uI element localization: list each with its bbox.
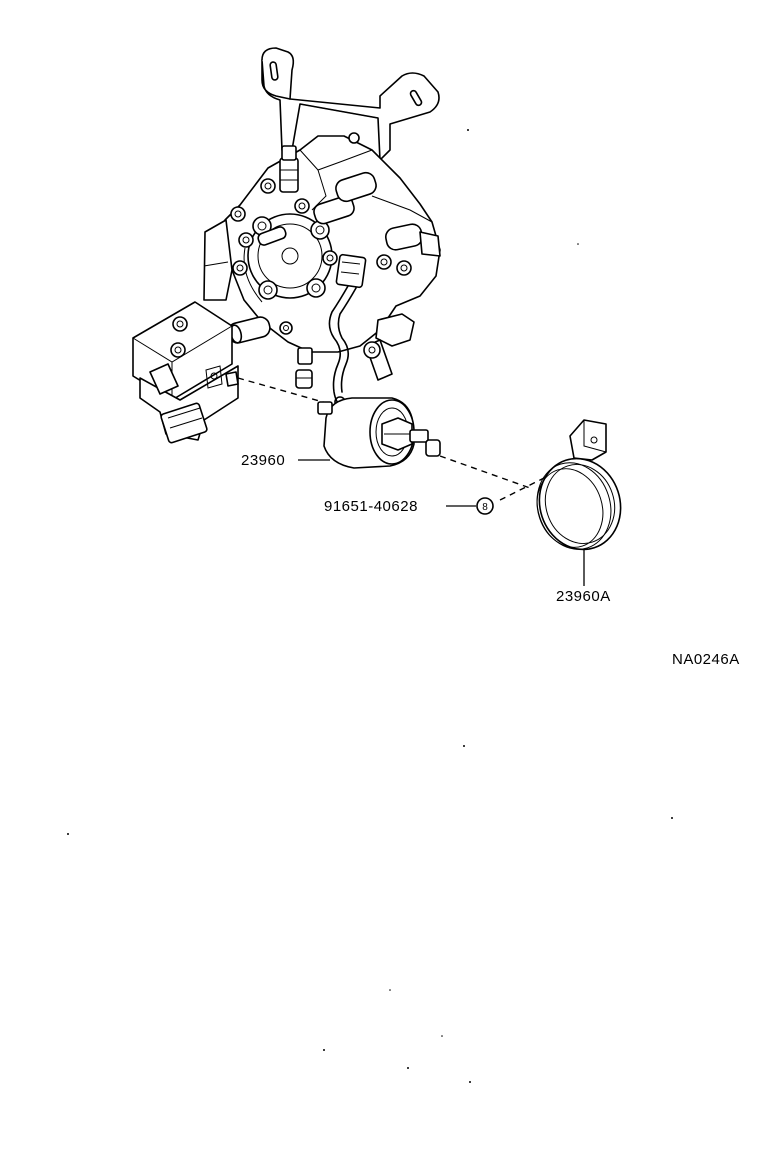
- top-fitting: [279, 145, 299, 193]
- fuel-fittings: [257, 171, 441, 257]
- mounting-bracket: [261, 47, 440, 161]
- leader-lines: [298, 459, 585, 586]
- clamp-part: [536, 419, 622, 551]
- outlet-tube: [227, 316, 271, 344]
- fastener-badge-text: 8: [482, 502, 488, 513]
- fastener-badge: 8: [476, 497, 494, 515]
- diagram-reference-code: NA0246A: [672, 651, 740, 668]
- solenoid-part: [317, 397, 441, 469]
- part-label-solenoid: 23960: [241, 452, 285, 469]
- part-label-clamp: 23960A: [556, 588, 611, 605]
- distributor-head: [247, 213, 333, 300]
- body-bolts: [230, 132, 412, 335]
- injection-pump-assembly: [203, 47, 441, 408]
- bottom-fittings: [295, 347, 313, 389]
- part-label-fastener: 91651-40628: [324, 498, 418, 515]
- actuator-block: [132, 301, 239, 444]
- wiring-harness: [328, 253, 367, 408]
- scan-specks: [67, 129, 673, 1083]
- lower-right-fitting: [363, 313, 415, 381]
